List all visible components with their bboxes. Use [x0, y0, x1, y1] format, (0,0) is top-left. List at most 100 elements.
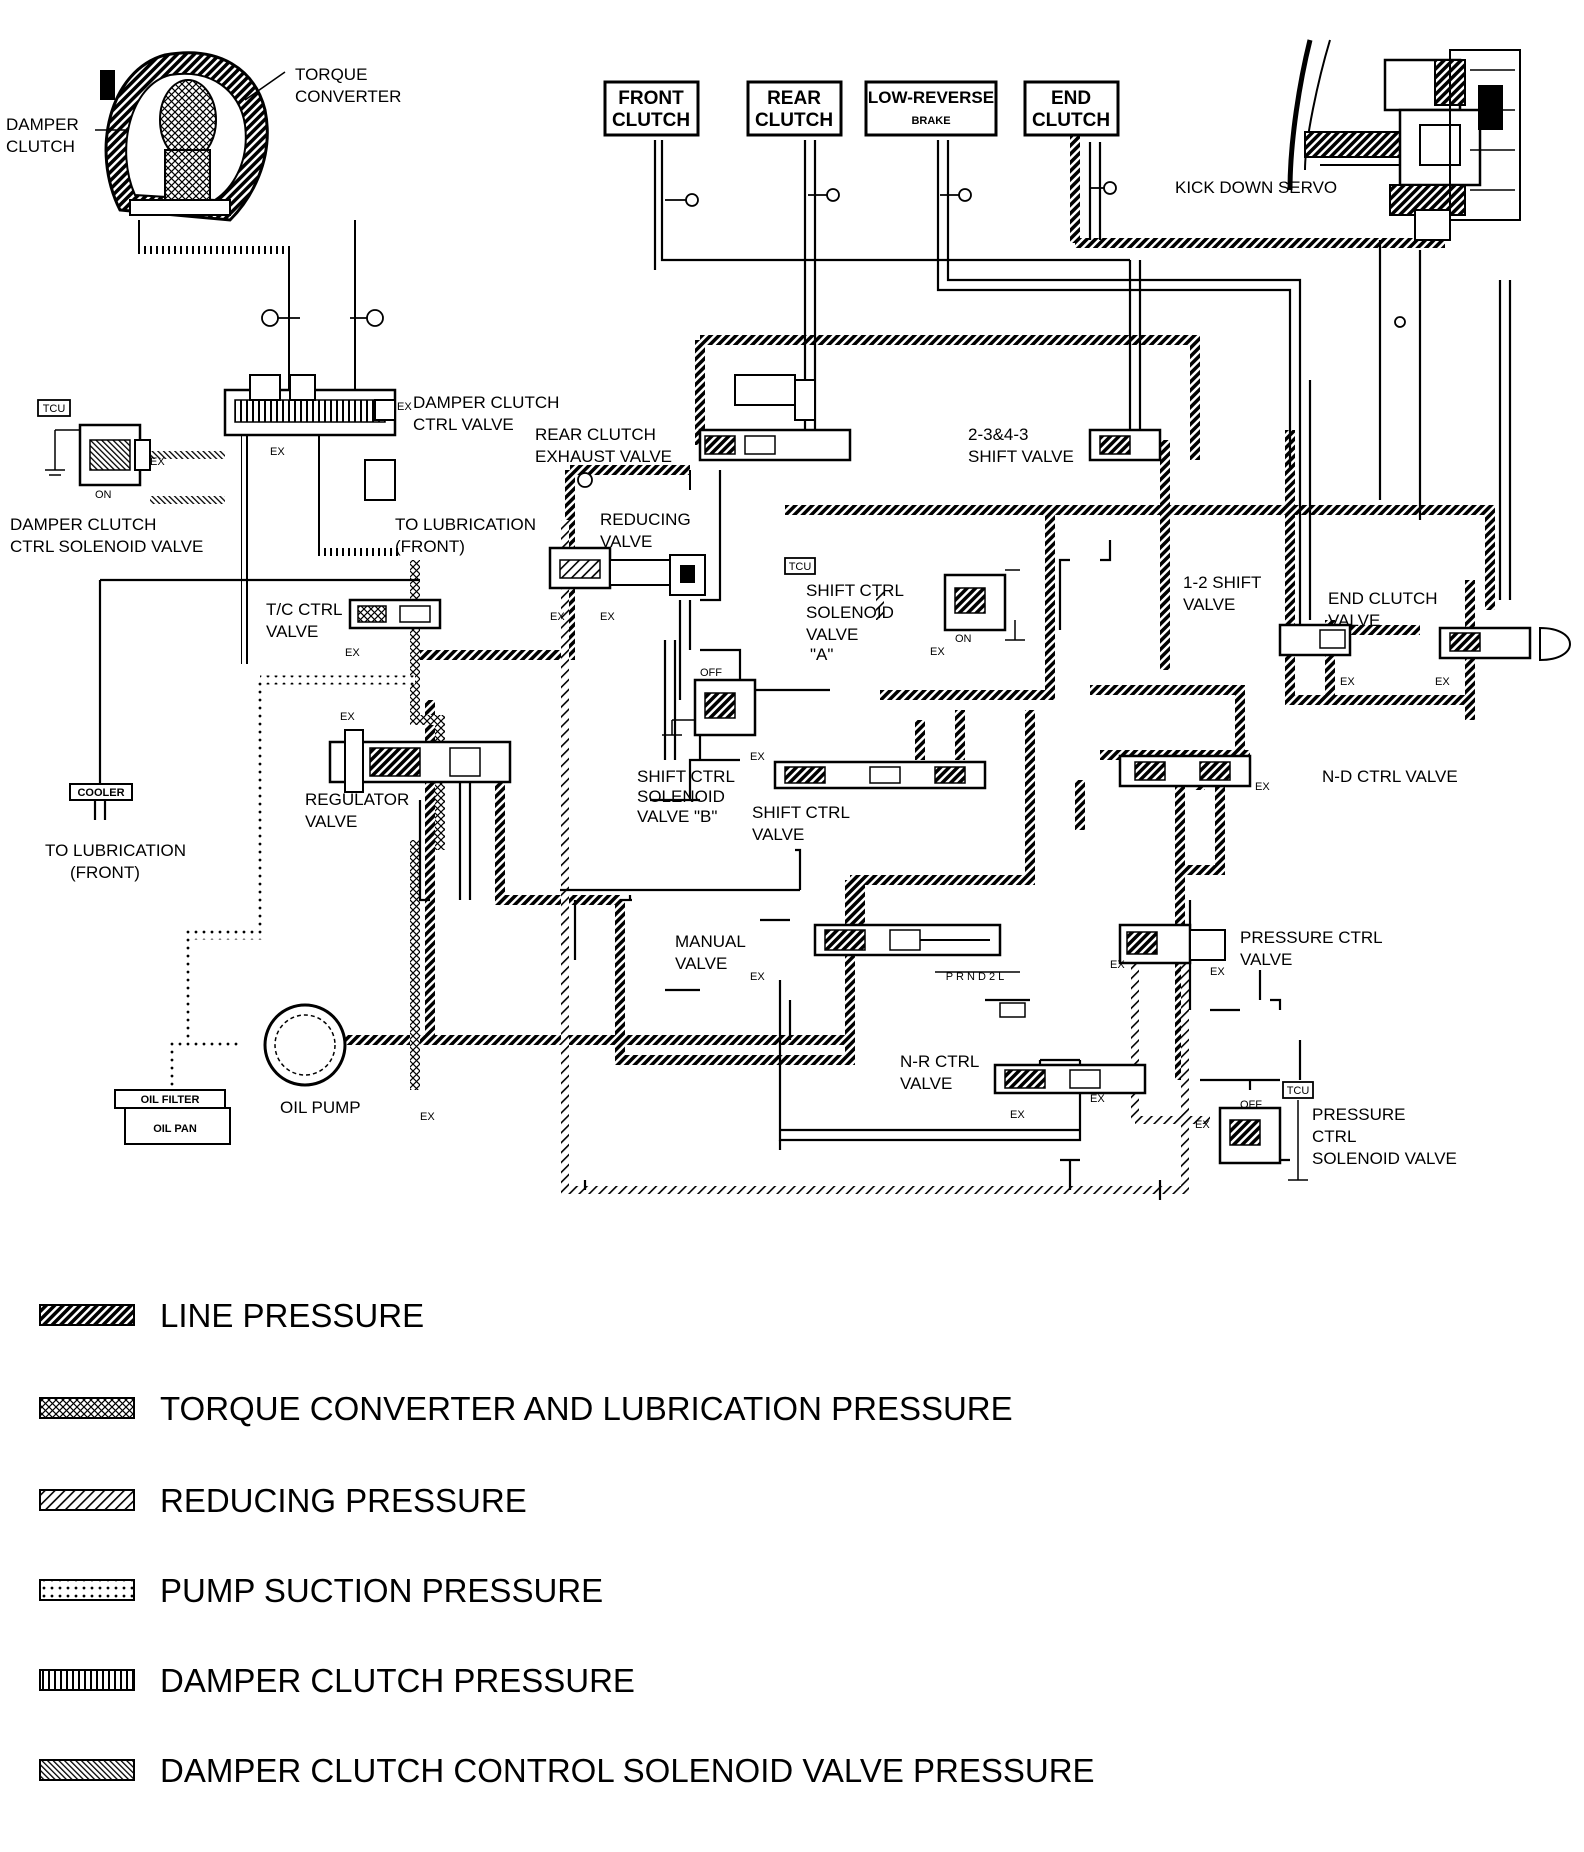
svg-text:EX: EX — [420, 1111, 435, 1123]
kick-down-servo — [1287, 39, 1521, 241]
svg-text:VALVE "B": VALVE "B" — [637, 807, 717, 826]
svg-text:KICK DOWN SERVO: KICK DOWN SERVO — [1175, 178, 1337, 197]
rear-clutch-box: REAR CLUTCH — [746, 80, 843, 137]
svg-text:EX: EX — [1255, 781, 1270, 793]
svg-text:(FRONT): (FRONT) — [70, 863, 140, 882]
svg-text:CLUTCH: CLUTCH — [612, 110, 690, 131]
legend-item-damper-clutch: DAMPER CLUTCH PRESSURE — [39, 1662, 635, 1699]
cooler: COOLER — [69, 783, 133, 801]
svg-text:EX: EX — [1195, 1119, 1210, 1131]
svg-text:1-2 SHIFT: 1-2 SHIFT — [1183, 573, 1261, 592]
tcu-box-2: TCU — [784, 557, 816, 575]
legend-item-tc-lubrication: TORQUE CONVERTER AND LUBRICATION PRESSUR… — [39, 1390, 1013, 1427]
svg-text:FRONT: FRONT — [618, 88, 684, 109]
pressure-ctrl-valve — [1118, 923, 1226, 965]
shift-ctrl-solenoid-a — [943, 569, 1025, 641]
shift-ctrl-valve — [773, 760, 987, 790]
damper-clutch-ctrl-valve — [223, 374, 397, 501]
svg-text:EX: EX — [600, 611, 615, 623]
svg-text:VALVE: VALVE — [752, 825, 804, 844]
svg-text:SHIFT CTRL: SHIFT CTRL — [752, 803, 850, 822]
svg-text:CLUTCH: CLUTCH — [6, 137, 75, 156]
svg-text:DAMPER CLUTCH: DAMPER CLUTCH — [413, 393, 559, 412]
svg-text:DAMPER CLUTCH: DAMPER CLUTCH — [10, 515, 156, 534]
svg-text:EX: EX — [930, 646, 945, 658]
svg-text:TO LUBRICATION: TO LUBRICATION — [45, 841, 186, 860]
svg-text:VALVE: VALVE — [266, 622, 318, 641]
svg-text:REAR CLUTCH: REAR CLUTCH — [535, 425, 656, 444]
svg-text:EX: EX — [1210, 966, 1225, 978]
svg-text:VALVE: VALVE — [806, 625, 858, 644]
svg-text:EX: EX — [150, 456, 165, 468]
svg-text:TCU: TCU — [789, 561, 812, 573]
svg-text:"A": "A" — [810, 645, 833, 664]
svg-text:OIL PUMP: OIL PUMP — [280, 1098, 361, 1117]
svg-text:TORQUE CONVERTER AND LUBRICATI: TORQUE CONVERTER AND LUBRICATION PRESSUR… — [160, 1390, 1013, 1427]
low-reverse-brake-box: LOW-REVERSE BRAKE — [864, 80, 998, 137]
svg-text:TORQUE: TORQUE — [295, 65, 367, 84]
svg-text:EX: EX — [397, 401, 412, 413]
pump-suction-paths — [165, 675, 415, 1090]
oil-pan: OIL PAN — [124, 1107, 231, 1145]
oil-pump — [263, 1003, 347, 1087]
svg-text:EX: EX — [345, 647, 360, 659]
svg-text:VALVE: VALVE — [900, 1074, 952, 1093]
svg-text:CTRL: CTRL — [1312, 1127, 1356, 1146]
svg-text:END: END — [1051, 88, 1091, 109]
svg-text:OFF: OFF — [700, 667, 722, 679]
rear-clutch-exhaust-valve — [689, 374, 852, 490]
manual-valve: P R N D 2 L — [813, 923, 1020, 983]
port-annotations: EX ON EX EX EX EX EX EX EX ON OFF EX EX … — [95, 401, 1450, 1131]
svg-text:CONVERTER: CONVERTER — [295, 87, 401, 106]
tc-ctrl-valve — [348, 598, 442, 630]
thin-lines — [93, 140, 1512, 1200]
svg-text:PRESSURE: PRESSURE — [1312, 1105, 1406, 1124]
svg-text:N-R CTRL: N-R CTRL — [900, 1052, 979, 1071]
regulator-valve — [328, 729, 512, 793]
svg-text:CLUTCH: CLUTCH — [755, 110, 833, 131]
tcu-box-1: TCU — [37, 399, 71, 417]
svg-text:END CLUTCH: END CLUTCH — [1328, 589, 1438, 608]
nd-ctrl-valve — [1438, 626, 1571, 662]
svg-text:DAMPER CLUTCH PRESSURE: DAMPER CLUTCH PRESSURE — [160, 1662, 635, 1699]
front-clutch-box: FRONT CLUTCH — [603, 80, 700, 137]
legend-item-line-pressure: LINE PRESSURE — [39, 1297, 424, 1334]
damper-clutch-paths — [136, 220, 400, 664]
svg-text:SHIFT VALVE: SHIFT VALVE — [968, 447, 1074, 466]
svg-text:SOLENOID VALVE: SOLENOID VALVE — [1312, 1149, 1457, 1168]
svg-text:EX: EX — [270, 446, 285, 458]
svg-text:ON: ON — [95, 489, 112, 501]
svg-text:LOW-REVERSE: LOW-REVERSE — [868, 88, 994, 107]
svg-text:REAR: REAR — [767, 88, 821, 109]
svg-text:PUMP SUCTION PRESSURE: PUMP SUCTION PRESSURE — [160, 1572, 603, 1609]
svg-text:CTRL VALVE: CTRL VALVE — [413, 415, 514, 434]
svg-text:LINE PRESSURE: LINE PRESSURE — [160, 1297, 424, 1334]
svg-text:DAMPER: DAMPER — [6, 115, 79, 134]
svg-text:CLUTCH: CLUTCH — [1032, 110, 1110, 131]
component-labels: TORQUE CONVERTER DAMPER CLUTCH KICK DOWN… — [6, 65, 1458, 1168]
oil-filter: OIL FILTER — [114, 1089, 226, 1109]
svg-text:EX: EX — [550, 611, 565, 623]
legend-item-pump-suction: PUMP SUCTION PRESSURE — [39, 1572, 603, 1609]
svg-text:2-3&4-3: 2-3&4-3 — [968, 425, 1028, 444]
svg-text:BRAKE: BRAKE — [911, 115, 950, 127]
svg-text:VALVE: VALVE — [600, 532, 652, 551]
svg-text:OIL FILTER: OIL FILTER — [141, 1094, 200, 1106]
legend: LINE PRESSURE TORQUE CONVERTER AND LUBRI… — [39, 1297, 1095, 1789]
svg-text:REGULATOR: REGULATOR — [305, 790, 409, 809]
svg-text:REDUCING: REDUCING — [600, 510, 691, 529]
svg-text:VALVE: VALVE — [1183, 595, 1235, 614]
svg-text:ON: ON — [955, 633, 972, 645]
svg-text:OIL PAN: OIL PAN — [153, 1123, 197, 1135]
dcsv-paths — [150, 451, 225, 504]
svg-text:TCU: TCU — [1287, 1085, 1310, 1097]
svg-text:PRESSURE CTRL: PRESSURE CTRL — [1240, 928, 1383, 947]
svg-text:EX: EX — [1340, 676, 1355, 688]
nr-ctrl-valve — [993, 1002, 1147, 1095]
svg-text:SHIFT CTRL: SHIFT CTRL — [806, 581, 904, 600]
end-clutch-valve — [1278, 623, 1352, 657]
svg-text:TO LUBRICATION: TO LUBRICATION — [395, 515, 536, 534]
svg-text:CTRL SOLENOID VALVE: CTRL SOLENOID VALVE — [10, 537, 203, 556]
svg-text:SOLENOID: SOLENOID — [806, 603, 894, 622]
